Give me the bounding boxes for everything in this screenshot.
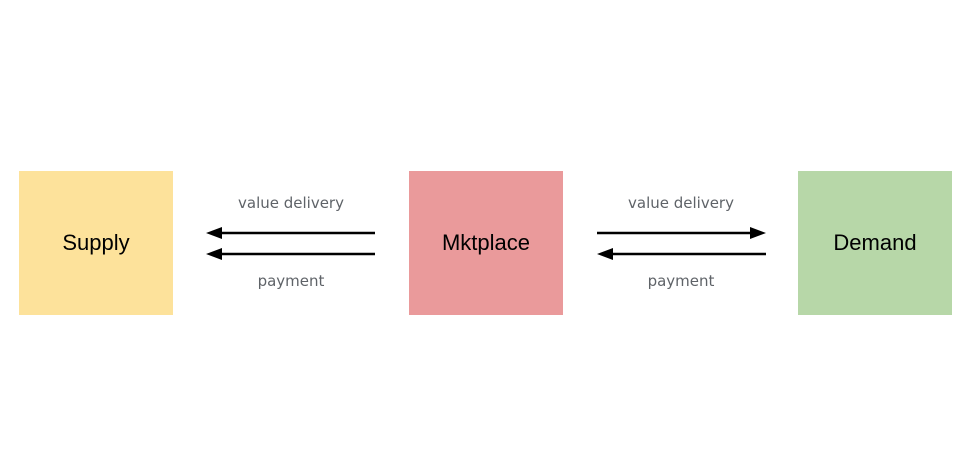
right-flow-top-label: value delivery [628,194,734,212]
right-bottom-arrow [597,248,766,260]
left-flow-bottom-label: payment [257,272,325,290]
right-flow-bottom-label: payment [647,272,715,290]
left-bottom-arrow [206,248,375,260]
right-top-arrow [597,227,766,239]
demand-node: Demand [798,171,952,315]
supply-node: Supply [19,171,173,315]
mktplace-label: Mktplace [441,230,531,255]
left-flow-top-label: value delivery [238,194,344,212]
demand-label: Demand [833,230,917,255]
supply-label: Supply [62,230,130,255]
left-top-arrow [206,227,375,239]
mktplace-node: Mktplace [409,171,563,315]
